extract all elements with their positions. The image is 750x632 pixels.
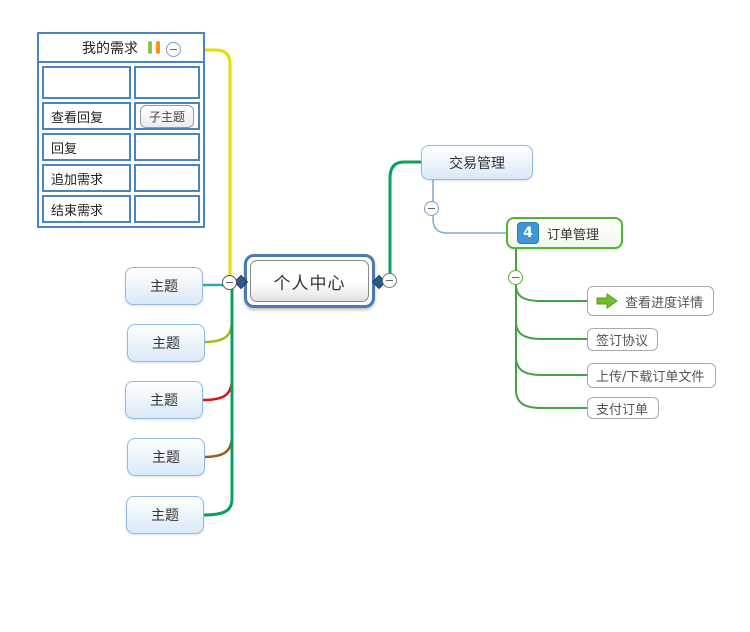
table-cell[interactable]: 结束需求 xyxy=(42,195,131,223)
central-topic-label: 个人中心 xyxy=(250,260,369,302)
leaf-node-sign-agreement[interactable]: 签订协议 xyxy=(587,328,658,351)
collapse-button-trade[interactable] xyxy=(424,201,439,216)
order-management-label: 订单管理 xyxy=(547,227,600,243)
leaf-node-pay-order[interactable]: 支付订单 xyxy=(587,397,659,419)
table-cell[interactable] xyxy=(42,66,131,99)
table-cell[interactable]: 回复 xyxy=(42,133,131,161)
trade-management-node[interactable]: 交易管理 xyxy=(421,145,533,180)
table-cell[interactable] xyxy=(134,133,200,161)
green-bar-marker-icon xyxy=(148,41,152,54)
requirements-table-node[interactable]: 我的需求 查看回复 子主题 回复 追加需求 结束需求 xyxy=(37,32,205,228)
table-cell[interactable]: 追加需求 xyxy=(42,164,131,192)
link-order-leaf-3 xyxy=(515,284,588,376)
topic-node-1[interactable]: 主题 xyxy=(125,267,203,305)
collapse-button-root-left[interactable] xyxy=(222,275,237,290)
leaf-label: 支付订单 xyxy=(596,402,649,418)
collapse-button-requirements[interactable] xyxy=(166,42,181,57)
minus-icon xyxy=(226,281,233,284)
branch-line-topic-5 xyxy=(201,288,234,517)
leaf-label: 上传/下载订单文件 xyxy=(596,370,705,385)
link-trade-to-order xyxy=(432,179,506,234)
orange-bar-marker-icon xyxy=(156,41,160,54)
collapse-button-order[interactable] xyxy=(508,270,523,285)
minus-icon xyxy=(512,276,519,279)
link-order-leaf-2 xyxy=(515,284,588,340)
number-badge: 4 xyxy=(517,222,539,244)
green-arrow-right-icon xyxy=(596,293,618,309)
table-cell[interactable]: 子主题 xyxy=(134,102,200,130)
requirements-title-label: 我的需求 xyxy=(82,40,138,57)
topic-node-4[interactable]: 主题 xyxy=(127,438,205,476)
leaf-label: 查看进度详情 xyxy=(625,295,704,311)
branch-line-topic-2 xyxy=(201,318,234,344)
requirements-table-grid: 查看回复 子主题 回复 追加需求 结束需求 xyxy=(39,63,203,226)
central-topic-node[interactable]: 个人中心 xyxy=(244,254,375,308)
order-management-node[interactable]: 4 订单管理 xyxy=(506,217,623,249)
requirements-table-title[interactable]: 我的需求 xyxy=(39,34,203,63)
leaf-label: 签订协议 xyxy=(596,334,649,349)
branch-line-topic-4 xyxy=(201,433,234,459)
topic-node-3[interactable]: 主题 xyxy=(125,381,203,419)
minus-icon xyxy=(170,48,177,51)
link-order-leaf-1 xyxy=(515,284,588,302)
subtopic-node[interactable]: 子主题 xyxy=(139,104,194,128)
table-cell[interactable] xyxy=(134,195,200,223)
branch-line-trade xyxy=(388,160,422,276)
link-order-leaf-4 xyxy=(515,284,588,409)
minus-icon xyxy=(428,207,435,210)
table-cell[interactable] xyxy=(134,164,200,192)
branch-line-topic-3 xyxy=(201,376,234,402)
table-cell[interactable] xyxy=(134,66,200,99)
leaf-node-progress-details[interactable]: 查看进度详情 xyxy=(587,286,714,316)
table-cell[interactable]: 查看回复 xyxy=(42,102,131,130)
minus-icon xyxy=(386,279,393,282)
leaf-node-upload-download-files[interactable]: 上传/下载订单文件 xyxy=(587,363,716,388)
topic-node-2[interactable]: 主题 xyxy=(127,324,205,362)
topic-node-5[interactable]: 主题 xyxy=(126,496,204,534)
collapse-button-root-right[interactable] xyxy=(382,273,397,288)
